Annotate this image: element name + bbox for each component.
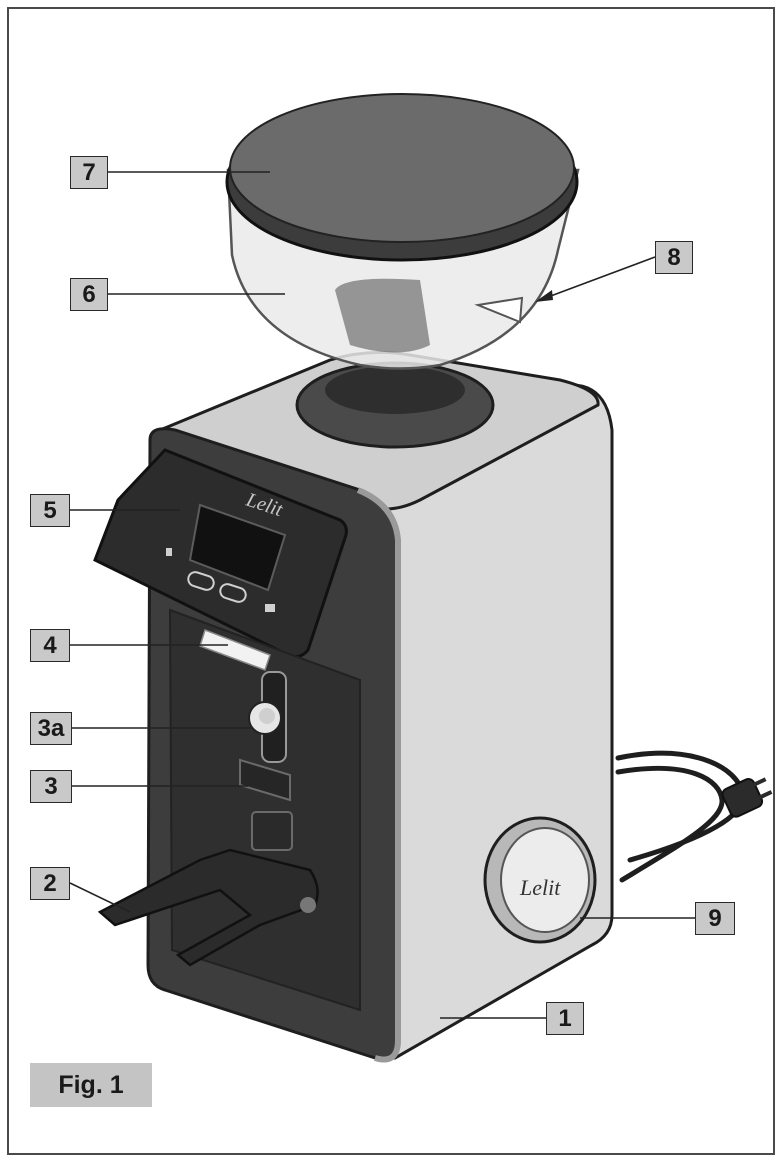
callout-7: 7 <box>70 156 108 189</box>
callout-2: 2 <box>30 867 70 900</box>
power-plug <box>721 777 773 818</box>
callout-5: 5 <box>30 494 70 527</box>
svg-text:Lelit: Lelit <box>519 875 561 900</box>
callout-9: 9 <box>695 902 735 935</box>
hopper-latch <box>474 296 524 324</box>
callout-3: 3 <box>30 770 72 803</box>
display-button-left <box>187 571 215 591</box>
light-strip <box>199 629 271 671</box>
figure-frame <box>7 7 775 1155</box>
figure-label: Fig. 1 <box>30 1063 152 1107</box>
display-button-right <box>219 583 247 603</box>
display-screen <box>188 503 287 592</box>
leader-lines <box>69 171 695 1019</box>
callout-4: 4 <box>30 629 70 662</box>
callout-6: 6 <box>70 278 108 311</box>
callout-1: 1 <box>546 1002 584 1035</box>
power-cord <box>615 750 746 883</box>
callout-3a: 3a <box>30 712 72 745</box>
fork-holder <box>239 758 291 802</box>
callout-8: 8 <box>655 241 693 274</box>
portafilter-fork <box>97 848 319 967</box>
hopper-lid <box>229 93 575 243</box>
